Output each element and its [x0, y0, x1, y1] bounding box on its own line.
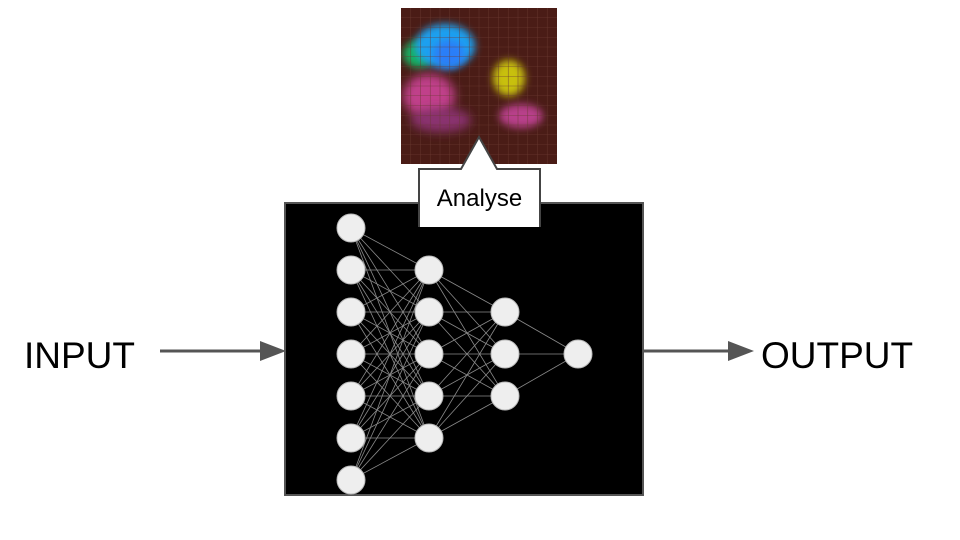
network-edge	[350, 269, 430, 481]
network-edge	[428, 311, 506, 439]
input-arrow	[160, 341, 286, 361]
network-node	[336, 213, 366, 243]
network-node	[490, 339, 520, 369]
network-node	[336, 297, 366, 327]
network-edge	[350, 269, 430, 313]
network-node	[336, 423, 366, 453]
network-nodes	[336, 213, 593, 495]
network-edge	[428, 353, 506, 439]
network-node	[414, 339, 444, 369]
network-node	[414, 423, 444, 453]
analyse-label: Analyse	[436, 185, 523, 212]
network-edge	[350, 269, 430, 355]
network-node	[490, 297, 520, 327]
network-edge	[350, 437, 430, 481]
network-node	[563, 339, 593, 369]
network-node	[336, 255, 366, 285]
analyse-callout	[418, 134, 541, 227]
network-node	[414, 255, 444, 285]
network-node	[336, 381, 366, 411]
network-node	[336, 465, 366, 495]
network-edges	[350, 227, 579, 481]
neural-network-box	[284, 202, 644, 496]
network-edge	[350, 227, 430, 271]
output-arrow	[644, 341, 754, 361]
network-node	[490, 381, 520, 411]
network-edge	[350, 269, 430, 397]
network-edge	[350, 353, 430, 481]
neural-network-diagram	[336, 213, 593, 495]
network-edge	[350, 311, 430, 481]
network-edge	[428, 311, 506, 397]
activation-heatmap	[401, 8, 557, 164]
network-node	[414, 381, 444, 411]
input-label: INPUT	[24, 335, 135, 376]
network-edge	[350, 395, 430, 481]
output-label: OUTPUT	[761, 335, 914, 376]
network-node	[336, 339, 366, 369]
network-edge	[350, 269, 430, 439]
network-node	[414, 297, 444, 327]
